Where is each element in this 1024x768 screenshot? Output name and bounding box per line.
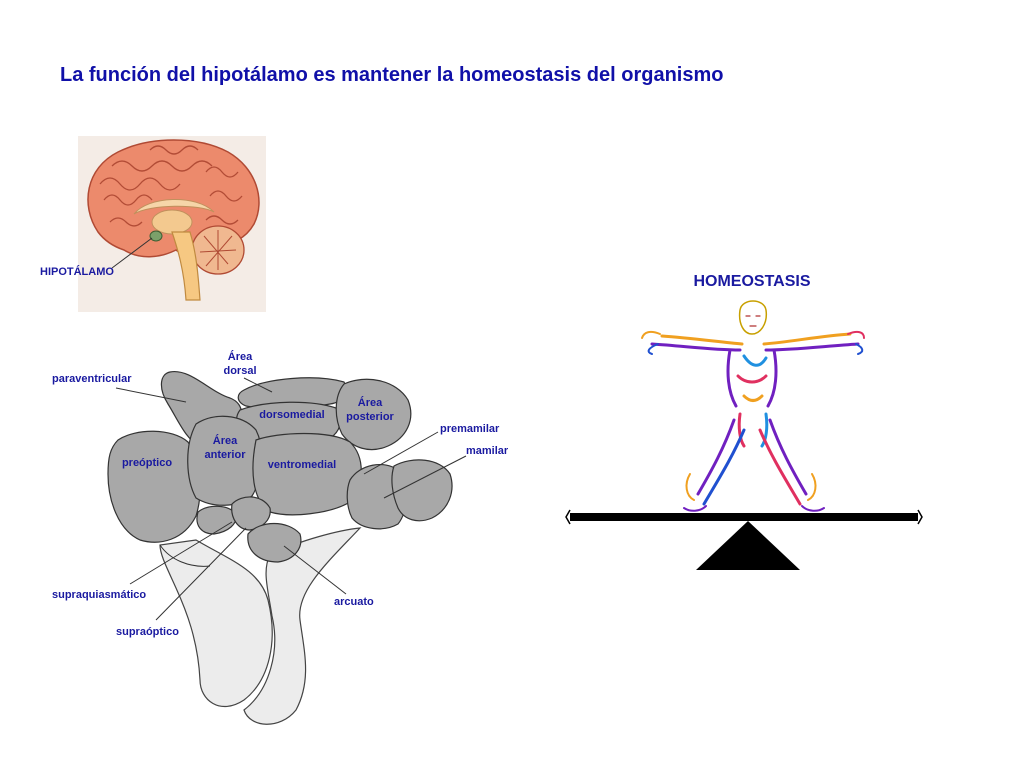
seesaw-scale-icon xyxy=(565,509,923,570)
area-anterior-label-line2: anterior xyxy=(205,449,247,461)
area-posterior-nucleus xyxy=(335,378,412,451)
ventromedial-label: ventromedial xyxy=(268,459,336,471)
preoptico-nucleus xyxy=(107,430,201,543)
supraoptico-label: supraóptico xyxy=(116,626,179,638)
gyri xyxy=(99,145,243,227)
area-dorsal-leader xyxy=(243,377,273,393)
brainstem xyxy=(171,231,201,301)
supraquiasmatico-nucleus xyxy=(196,505,237,535)
paraventricular-leader xyxy=(115,387,187,403)
area-posterior-label-line2: posterior xyxy=(346,411,394,423)
brain-illustration xyxy=(78,136,266,312)
premamilar-label: premamilar xyxy=(440,423,500,435)
hypothalamus-diagram xyxy=(107,371,467,725)
supraquiasmatico-label: supraquiasmático xyxy=(52,589,146,601)
mamilar-leader xyxy=(383,455,467,499)
pituitary-anterior xyxy=(159,539,273,707)
area-dorsal-label-line2: dorsal xyxy=(223,365,256,377)
human-figure-icon xyxy=(641,300,865,512)
area-posterior-label-line1: Área xyxy=(358,396,383,409)
homeostasis-label: HOMEOSTASIS xyxy=(693,273,810,290)
chiasm-outline xyxy=(159,544,211,567)
corpus-callosum xyxy=(133,199,215,215)
paraventricular-label: paraventricular xyxy=(52,373,132,385)
supraoptico-leader xyxy=(155,527,247,621)
cerebellum-folia xyxy=(199,230,237,270)
premamilar-leader xyxy=(363,431,439,475)
seesaw-fulcrum xyxy=(696,521,800,570)
dorsomedial-label: dorsomedial xyxy=(259,409,324,421)
hypothalamus-marker xyxy=(149,230,163,242)
thalamus xyxy=(151,209,193,235)
hypothalamus-leader xyxy=(111,237,153,269)
arcuato-label: arcuato xyxy=(334,596,374,608)
slide-title: La función del hipotálamo es mantener la… xyxy=(60,64,724,86)
area-anterior-label-line1: Área xyxy=(213,434,238,447)
preoptico-label: preóptico xyxy=(122,457,172,469)
area-dorsal-label-line1: Área xyxy=(228,350,253,363)
pituitary-posterior xyxy=(243,527,362,725)
supraoptico-nucleus xyxy=(231,496,271,531)
seesaw-beam xyxy=(570,513,918,521)
ventromedial-nucleus xyxy=(252,432,362,516)
supraquiasmatico-leader xyxy=(129,521,233,585)
arcuato-leader xyxy=(283,545,347,595)
mamilar-label: mamilar xyxy=(466,445,509,457)
arcuato-nucleus xyxy=(247,523,302,563)
area-anterior-nucleus xyxy=(187,415,263,506)
hypothalamus-label: HIPOTÁLAMO xyxy=(40,265,114,278)
area-dorsal-nucleus xyxy=(237,377,347,410)
mamilar-nucleus xyxy=(391,459,453,522)
